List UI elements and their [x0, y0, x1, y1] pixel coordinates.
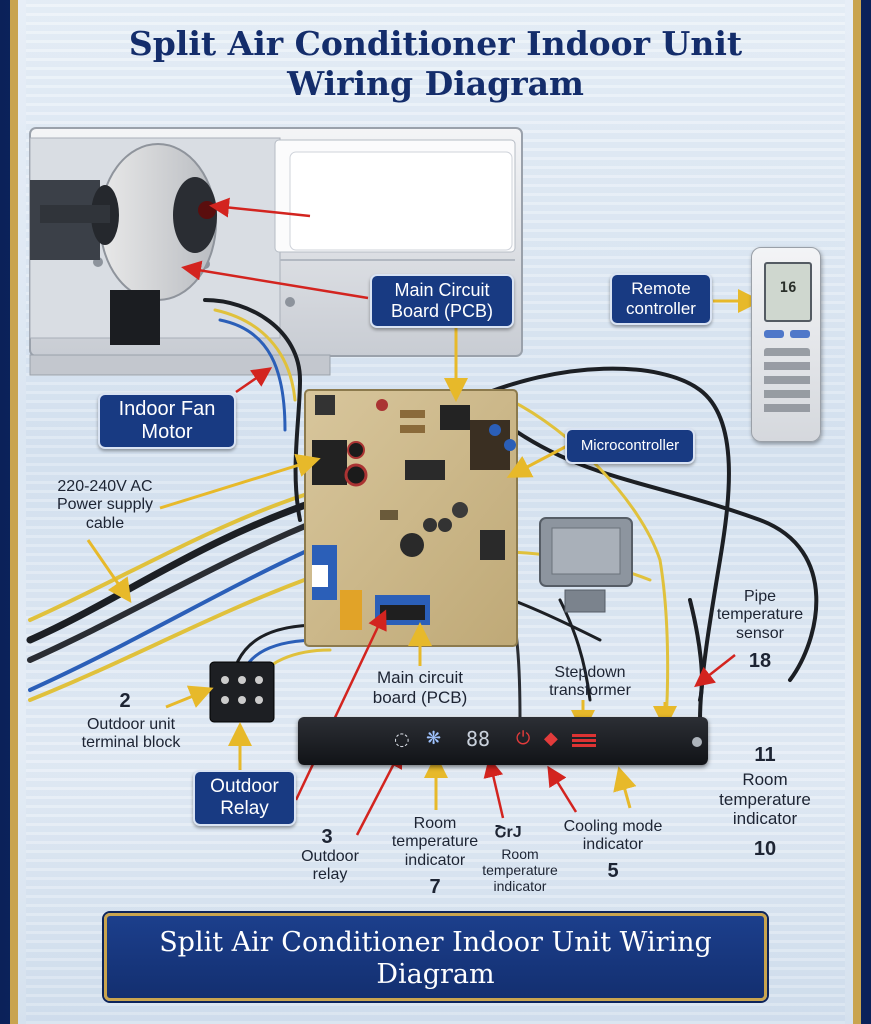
bottom-title-text: Split Air Conditioner Indoor Unit Wiring…: [159, 927, 712, 990]
label-outdoor-unit-terminal-block: Outdoor unit terminal block: [81, 716, 181, 752]
remote-controller-illustration: 16: [751, 247, 821, 442]
callout-microcontroller: Microcontroller: [565, 428, 695, 464]
timer-icon: ◌: [394, 729, 410, 750]
callout-outdoor-relay: Outdoor Relay: [193, 770, 296, 826]
title-line-2: Wiring Diagram: [287, 64, 584, 103]
cooling-mode-number: 5: [607, 860, 619, 882]
fan-icon: ❋: [426, 728, 442, 749]
callout-remote-controller: Remote controller: [610, 273, 712, 325]
display-panel: ◌ ❋ 88 ⏻ ◆: [298, 717, 708, 765]
label-room-temperature-indicator-7: Room temperature indicator: [391, 815, 479, 869]
callout-indoor-fan-motor: Indoor Fan Motor: [98, 393, 236, 449]
label-pipe-temperature-sensor: Pipe temperature sensor: [716, 588, 804, 642]
cooling-icon: ◆: [544, 728, 558, 749]
remote-button-blue-left: [764, 330, 784, 338]
indoor-fan-motor: [30, 143, 217, 345]
terminal-block-number: 2: [119, 690, 131, 712]
label-room-temperature-indicator-right: Room temperature indicator: [719, 770, 811, 829]
remote-button-blue-right: [790, 330, 810, 338]
remote-lcd-value: 16: [779, 280, 797, 296]
label-main-pcb-bottom: Main circuit board (PCB): [372, 668, 468, 707]
power-icon: ⏻: [516, 728, 531, 749]
room-temp-number-7: 7: [429, 876, 441, 898]
outdoor-relay-number: 3: [321, 826, 333, 848]
pipe-sensor-number: 18: [748, 650, 772, 672]
bottom-title-banner: Split Air Conditioner Indoor Unit Wiring…: [104, 913, 767, 1001]
garbled-label: ՇrJ: [494, 824, 522, 841]
room-temp-right-number-11: 11: [754, 744, 776, 766]
label-outdoor-relay: Outdoor relay: [301, 848, 359, 884]
yellow-arrows: [86, 289, 762, 810]
terminal-block-illustration: [209, 661, 275, 723]
room-temp-right-number-10: 10: [753, 838, 777, 860]
title-line-1: Split Air Conditioner Indoor Unit: [128, 24, 743, 63]
panel-connector: [692, 737, 702, 747]
digit-display: 88: [466, 727, 491, 751]
label-power-supply-cable: 220-240V AC Power supply cable: [56, 478, 154, 532]
label-room-temperature-indicator-small: Room temperature indicator: [482, 846, 558, 895]
remote-lcd: 16: [764, 262, 812, 322]
mode-bars-icon: [572, 734, 596, 748]
remote-button-grid: [764, 348, 810, 418]
label-stepdown-transformer: Stepdown transformer: [549, 664, 631, 700]
main-pcb: [304, 389, 518, 647]
callout-main-pcb-top: Main Circuit Board (PCB): [370, 274, 514, 328]
label-cooling-mode-indicator: Cooling mode indicator: [563, 818, 663, 854]
stepdown-transformer-illustration: [539, 517, 633, 613]
red-arrows: [181, 197, 736, 836]
